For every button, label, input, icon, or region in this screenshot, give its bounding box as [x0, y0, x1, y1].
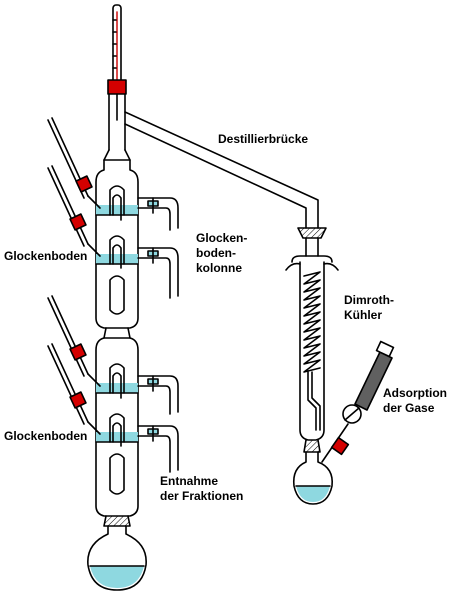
stopper-icon: [69, 213, 87, 231]
thermometer-lower-1: [47, 295, 101, 387]
adsorption-tube: [321, 340, 395, 463]
label-bridge: Destillierbrücke: [218, 132, 309, 146]
stopper-icon: [69, 343, 87, 361]
label-tray-upper: Glockenboden: [4, 249, 88, 263]
stopper-icon: [69, 391, 87, 409]
thermometer-top: [107, 4, 127, 121]
thermometer-lower-2: [47, 343, 101, 435]
dimroth-condenser: [285, 237, 339, 505]
label-adsorption: Adsorption der Gase: [383, 386, 447, 415]
label-fractions: Entnahme der Fraktionen: [160, 474, 244, 503]
label-condenser: Dimroth- Kühler: [344, 293, 394, 322]
thermometer-upper-1: [47, 117, 101, 209]
label-column: Glocken- boden- kolonne: [196, 231, 248, 275]
stopper-icon: [75, 175, 93, 193]
thermometer-upper-2: [47, 165, 101, 257]
stopper-icon: [107, 79, 127, 95]
boiling-flask: [87, 515, 147, 591]
label-tray-lower: Glockenboden: [4, 429, 88, 443]
stopper-icon: [330, 436, 350, 456]
column-upper: [95, 159, 179, 329]
distillation-head: [103, 93, 327, 239]
